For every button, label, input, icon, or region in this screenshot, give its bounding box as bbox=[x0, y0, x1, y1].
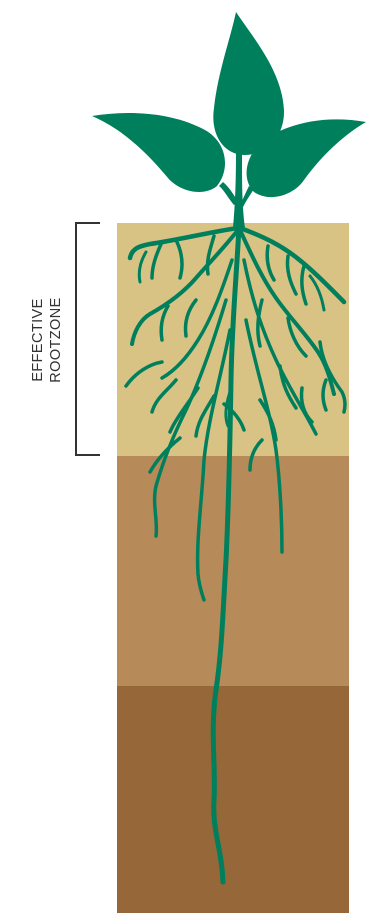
plant-leaves bbox=[92, 12, 366, 197]
rootzone-label-line1: EFFECTIVE bbox=[30, 298, 46, 381]
left-petiole bbox=[219, 182, 238, 205]
subsoil-layer bbox=[117, 456, 349, 686]
top-leaf bbox=[213, 12, 284, 155]
deep-soil-layer bbox=[117, 686, 349, 913]
rootzone-label: EFFECTIVE ROOTZONE bbox=[30, 297, 64, 382]
main-stem bbox=[233, 150, 245, 228]
left-leaf bbox=[92, 113, 225, 192]
rootzone-bracket bbox=[76, 223, 100, 455]
rootzone-label-line2: ROOTZONE bbox=[48, 297, 64, 382]
